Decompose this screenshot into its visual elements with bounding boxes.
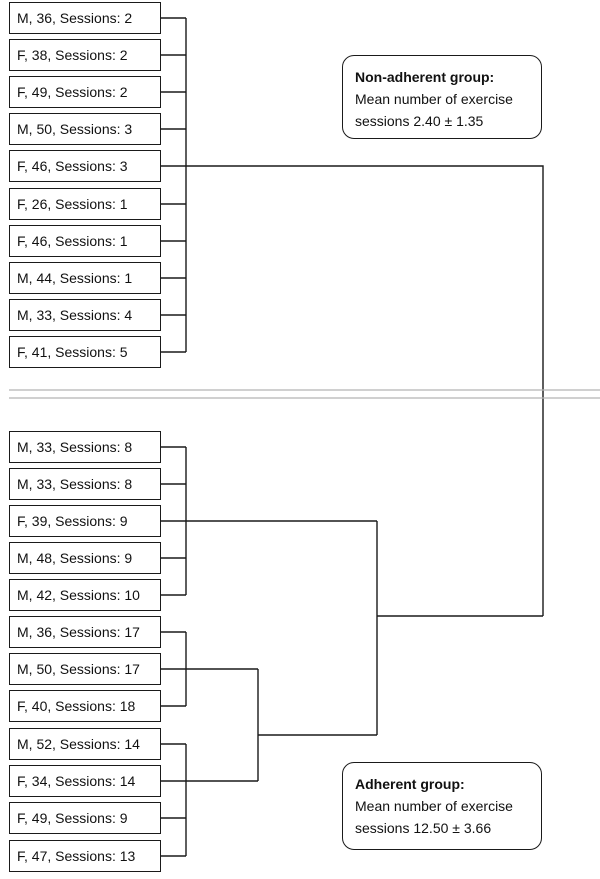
leaf-non-adherent-6: F, 26, Sessions: 1	[9, 188, 161, 220]
leaf-adherent-11: F, 49, Sessions: 9	[9, 802, 161, 834]
non-adherent-summary-box: Non-adherent group: Mean number of exerc…	[342, 55, 542, 139]
leaf-adherent-1: M, 33, Sessions: 8	[9, 431, 161, 463]
leaf-non-adherent-5: F, 46, Sessions: 3	[9, 150, 161, 182]
adherent-sub-a-stubs	[161, 446, 186, 596]
leaf-adherent-2: M, 33, Sessions: 8	[9, 468, 161, 500]
leaf-adherent-5: M, 42, Sessions: 10	[9, 579, 161, 611]
adherent-sub-c-stubs	[161, 743, 186, 857]
leaf-non-adherent-10: F, 41, Sessions: 5	[9, 336, 161, 368]
leaf-adherent-12: F, 47, Sessions: 13	[9, 840, 161, 872]
non-adherent-leaf-stubs	[161, 17, 186, 353]
adherent-line1: Mean number of exercise	[355, 798, 513, 814]
leaf-adherent-9: M, 52, Sessions: 14	[9, 728, 161, 760]
leaf-adherent-7: M, 50, Sessions: 17	[9, 653, 161, 685]
leaf-adherent-10: F, 34, Sessions: 14	[9, 765, 161, 797]
non-adherent-title: Non-adherent group:	[355, 69, 495, 85]
leaf-adherent-6: M, 36, Sessions: 17	[9, 616, 161, 648]
adherent-line2: sessions 12.50 ± 3.66	[355, 820, 492, 836]
non-adherent-line2: sessions 2.40 ± 1.35	[355, 113, 484, 129]
leaf-adherent-4: M, 48, Sessions: 9	[9, 542, 161, 574]
non-adherent-link	[186, 165, 544, 616]
adherent-sub-b-stubs	[161, 631, 186, 707]
adherent-title: Adherent group:	[355, 776, 465, 792]
leaf-non-adherent-9: M, 33, Sessions: 4	[9, 299, 161, 331]
leaf-non-adherent-2: F, 38, Sessions: 2	[9, 39, 161, 71]
adherent-summary-box: Adherent group: Mean number of exercise …	[342, 762, 542, 850]
non-adherent-line1: Mean number of exercise	[355, 91, 513, 107]
leaf-non-adherent-1: M, 36, Sessions: 2	[9, 2, 161, 34]
leaf-non-adherent-8: M, 44, Sessions: 1	[9, 262, 161, 294]
leaf-non-adherent-4: M, 50, Sessions: 3	[9, 113, 161, 145]
leaf-non-adherent-7: F, 46, Sessions: 1	[9, 225, 161, 257]
leaf-adherent-8: F, 40, Sessions: 18	[9, 690, 161, 722]
leaf-non-adherent-3: F, 49, Sessions: 2	[9, 76, 161, 108]
leaf-adherent-3: F, 39, Sessions: 9	[9, 505, 161, 537]
